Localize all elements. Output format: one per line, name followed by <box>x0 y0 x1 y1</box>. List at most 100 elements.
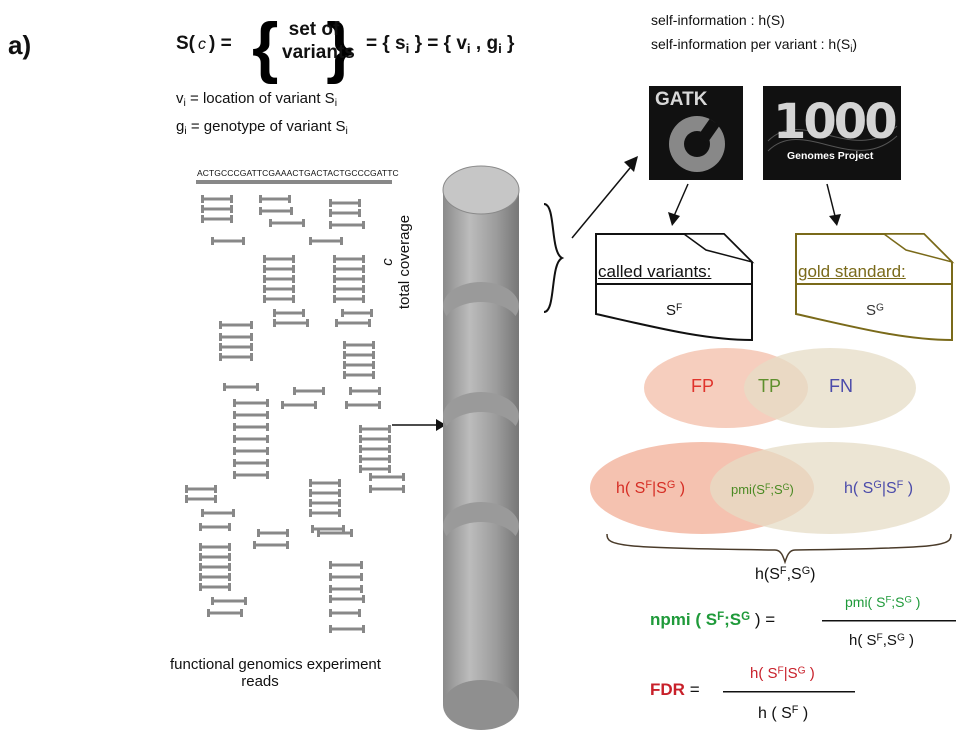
sequencing-read <box>329 585 363 593</box>
set-equation-rhs: = { si } = { vi , gi } <box>366 33 514 56</box>
sequencing-read <box>207 609 243 617</box>
sequencing-read <box>263 275 295 283</box>
fdr-num-sup2: G <box>797 665 806 677</box>
joint-sup1: F <box>779 565 787 577</box>
eq-rhs-3: , g <box>475 33 499 54</box>
reads-area <box>185 195 405 633</box>
sequencing-read <box>201 509 235 517</box>
brace-text-2: variants <box>282 42 355 63</box>
reads-caption-2: reads <box>241 673 279 690</box>
sequencing-read <box>219 353 253 361</box>
venn2-left-sup2: G <box>666 479 676 491</box>
fdr-numerator: h( SF|SG ) <box>750 665 815 682</box>
gatk-logo-text: GATK <box>655 89 708 110</box>
set-equation: S(c) = <box>176 33 232 55</box>
sequencing-read <box>343 341 375 349</box>
brace-content: set of variants <box>282 18 355 64</box>
sequencing-read <box>311 525 345 533</box>
sequencing-read <box>309 499 341 507</box>
eq-rhs-1: = { s <box>366 33 406 54</box>
self-information-per-variant: self-information per variant : h(Si) <box>651 36 857 55</box>
sequencing-read <box>309 479 341 487</box>
def-v-sym: v <box>176 90 184 107</box>
reference-sequence: ACTGCCCGATTCGAAACTGACTACTGCCCGATTC <box>197 168 399 178</box>
sequencing-read <box>309 509 341 517</box>
genomes-to-gold-arrow <box>826 183 841 226</box>
sequencing-read <box>359 465 391 473</box>
eq-lhs-var: c <box>198 36 206 53</box>
gatk-to-called-arrow <box>668 183 689 226</box>
sequencing-read <box>343 371 375 379</box>
def-g-text: = genotype of variant S <box>186 118 346 135</box>
venn2-right-mid: |S <box>881 479 897 497</box>
info-line2: self-information per variant : h(S <box>651 36 851 52</box>
called-sup: F <box>676 302 683 314</box>
venn2-right-sup1: G <box>873 479 882 491</box>
joint-entropy: h(SF,SG) <box>755 565 815 584</box>
def-v-text-sub: i <box>334 97 338 110</box>
fdr-num: h( S <box>750 665 778 682</box>
sequencing-read <box>329 625 365 633</box>
eq-lhs: S( <box>176 33 195 54</box>
sequencing-read <box>201 205 233 213</box>
fdr-den-end: ) <box>798 704 809 722</box>
sequencing-read <box>199 543 231 551</box>
sequencing-read <box>333 255 365 263</box>
venn2-left-sup1: F <box>645 479 652 491</box>
sequencing-read <box>219 321 253 329</box>
def-g-sym: g <box>176 118 185 135</box>
npmi-fraction-bar <box>822 620 956 622</box>
eq-rhs-1-sub: i <box>405 40 410 56</box>
sequencing-read <box>219 333 253 341</box>
coverage-var: c <box>379 258 396 266</box>
fdr-fraction-bar <box>723 691 855 693</box>
thousand-genomes-logo: 1000 Genomes Project <box>763 86 901 180</box>
sequencing-read <box>269 219 305 227</box>
sequencing-read <box>199 563 231 571</box>
npmi-den: h( S <box>849 632 877 649</box>
sequencing-read <box>201 195 233 203</box>
sequencing-read <box>333 295 365 303</box>
eq-rhs-2: } = { v <box>414 33 467 54</box>
sequencing-read <box>253 541 289 549</box>
sequencing-read <box>199 573 231 581</box>
sequencing-read <box>333 265 365 273</box>
sequencing-read <box>341 309 373 317</box>
coverage-label-text: total coverage <box>396 214 413 310</box>
sequencing-read <box>349 387 381 395</box>
eq-lhs-close: ) = <box>209 33 232 54</box>
eq-rhs-2-sub: i <box>466 40 471 56</box>
sequencing-read <box>263 295 295 303</box>
gold-standard-doc <box>795 233 955 342</box>
sequencing-read <box>263 265 295 273</box>
sequencing-read <box>309 237 343 245</box>
npmi-label: npmi ( SF;SG ) = <box>650 610 775 630</box>
genomes-digits: 1000 <box>773 94 898 150</box>
npmi-num-end: ) <box>911 594 921 610</box>
npmi-den-mid: ,S <box>882 632 897 649</box>
reference-line <box>196 180 392 184</box>
def-g-sub: i <box>184 125 187 138</box>
venn-diagram-information <box>590 442 950 534</box>
npmi-num: pmi( S <box>845 594 886 610</box>
venn-fp: FP <box>691 376 715 396</box>
sequencing-read <box>329 221 365 229</box>
joint-text: h(S <box>755 565 780 583</box>
reads-caption-1: functional genomics experiment <box>170 656 381 673</box>
venn-conditional-gf: h( SG|SF ) <box>844 479 913 498</box>
sequencing-read <box>359 455 391 463</box>
npmi-label-text: npmi ( S <box>650 610 718 629</box>
sequencing-read <box>329 199 361 207</box>
npmi-label-mid: ;S <box>724 610 742 629</box>
def-v-sub: i <box>183 97 186 110</box>
sequencing-read <box>201 215 233 223</box>
reads-to-coverage-arrow <box>392 419 446 431</box>
sequencing-read <box>359 445 391 453</box>
fdr-num-mid: |S <box>783 665 798 682</box>
venn2-left-mid: |S <box>652 479 667 497</box>
venn-tp: TP <box>758 376 782 396</box>
eq-rhs-3-sub: i <box>498 40 502 56</box>
sequencing-read <box>233 471 269 479</box>
fdr-num-end: ) <box>805 665 815 682</box>
npmi-den-end: ) <box>904 632 915 649</box>
